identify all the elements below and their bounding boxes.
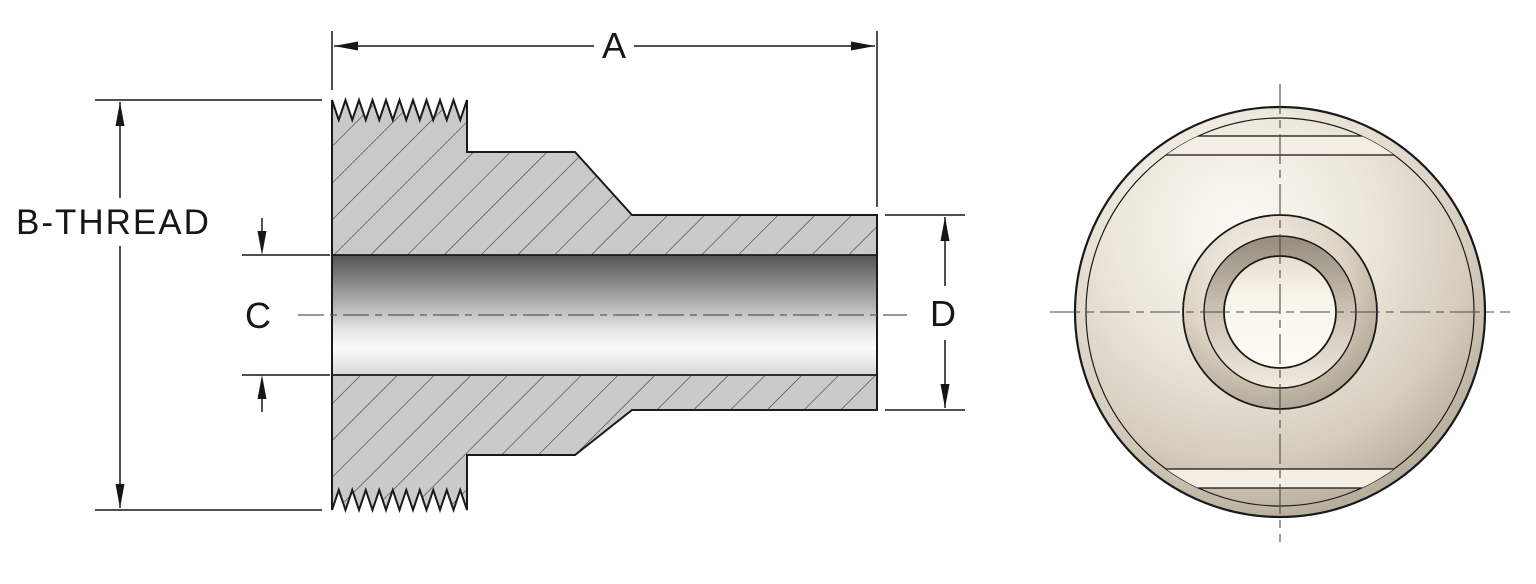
dimension-b [95, 99, 322, 511]
dim-d-label: D [930, 293, 956, 334]
end-view [1050, 84, 1510, 542]
dim-b-arrowhead-bottom [115, 484, 125, 508]
dim-a-arrowhead-left [334, 41, 358, 51]
dim-d-arrowhead-bottom [940, 384, 950, 408]
dimension-a [331, 31, 878, 207]
dimension-d [885, 214, 965, 411]
dim-a-arrowhead-right [851, 41, 875, 51]
dim-d-arrowhead-top [940, 217, 950, 241]
dim-c-arrowhead-top [257, 231, 267, 255]
section-view [298, 96, 907, 514]
dim-a-label: A [602, 25, 626, 66]
dimension-c [242, 218, 330, 412]
part-outline [331, 96, 878, 514]
dim-b-label: B-THREAD [16, 203, 211, 242]
dim-c-arrowhead-bottom [257, 375, 267, 399]
dim-b-arrowhead-top [115, 102, 125, 126]
dim-c-label: C [245, 295, 271, 336]
